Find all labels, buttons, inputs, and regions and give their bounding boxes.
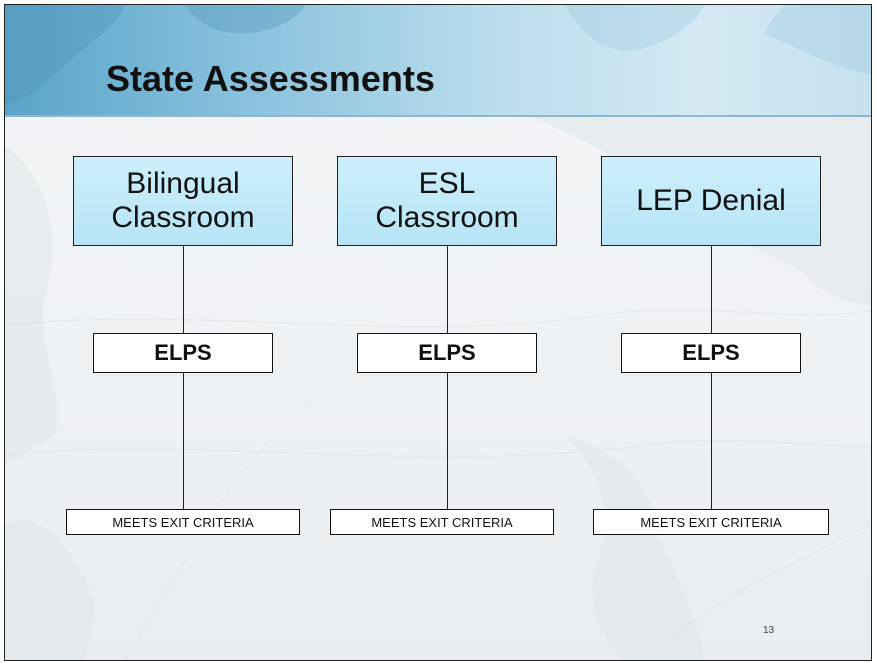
elps-box: ELPS	[357, 333, 537, 373]
exit-criteria-box: MEETS EXIT CRITERIA	[66, 509, 300, 535]
header-line: ESL	[418, 167, 476, 200]
header-line: Classroom	[111, 201, 255, 234]
title-band-map-decoration	[5, 5, 871, 105]
connector-line	[447, 373, 448, 509]
connector-line	[183, 246, 184, 333]
title-band: State Assessments	[5, 5, 871, 117]
elps-box: ELPS	[621, 333, 801, 373]
header-box-esl-classroom: ESL Classroom	[337, 156, 557, 246]
slide-title: State Assessments	[106, 58, 435, 99]
header-box-lep-denial: LEP Denial	[601, 156, 821, 246]
connector-line	[711, 373, 712, 509]
slide: State Assessments Bilingual Classroom EL…	[4, 4, 872, 661]
connector-line	[183, 373, 184, 509]
page-number: 13	[763, 625, 775, 636]
header-line: Classroom	[375, 201, 519, 234]
header-line: Bilingual	[126, 167, 240, 200]
header-box-bilingual-classroom: Bilingual Classroom	[73, 156, 293, 246]
exit-criteria-box: MEETS EXIT CRITERIA	[330, 509, 554, 535]
header-line: LEP Denial	[636, 184, 786, 217]
elps-box: ELPS	[93, 333, 273, 373]
connector-line	[711, 246, 712, 333]
exit-criteria-box: MEETS EXIT CRITERIA	[593, 509, 829, 535]
connector-line	[447, 246, 448, 333]
